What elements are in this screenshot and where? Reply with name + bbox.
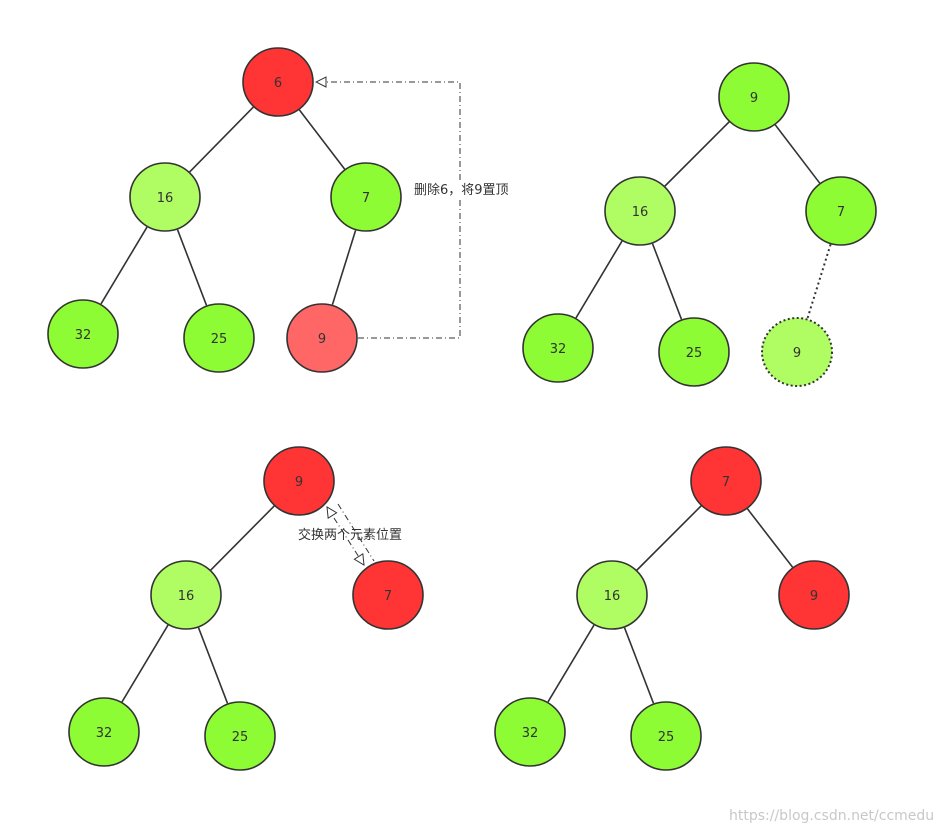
panel-moved-to-top-edge-left-left-left <box>575 240 623 319</box>
node-label: 32 <box>96 726 113 741</box>
node-circle <box>761 317 833 387</box>
panel-delete-root-node-left-left: 32 <box>47 299 119 369</box>
node-label: 25 <box>232 730 249 745</box>
node-label: 9 <box>295 475 303 490</box>
node-label: 25 <box>211 332 228 347</box>
panel-result-edge-root-left <box>636 505 702 571</box>
node-circle <box>242 47 314 117</box>
panel-delete-root-node-left: 16 <box>129 162 201 232</box>
panel-result-node-right: 9 <box>778 560 850 630</box>
panel-result-edge-left-left-left <box>547 624 595 703</box>
node-label: 25 <box>686 346 703 361</box>
node-circle <box>778 560 850 630</box>
node-circle <box>522 313 594 383</box>
annotation-connectors <box>316 82 461 565</box>
node-label: 9 <box>810 589 818 604</box>
node-label: 7 <box>362 191 370 206</box>
panel-swap-node-left: 16 <box>150 560 222 630</box>
panel-swap-node-left-left: 32 <box>68 697 140 767</box>
node-label: 32 <box>75 328 92 343</box>
node-circle <box>68 697 140 767</box>
node-label: 9 <box>318 332 326 347</box>
panel-swap-node-left-right: 25 <box>204 701 276 771</box>
panel-delete-root-edge-left-left-left <box>100 226 148 305</box>
panel-moved-to-top-edge-left-left-right <box>651 243 683 320</box>
node-circle <box>576 560 648 630</box>
node-label: 7 <box>384 589 392 604</box>
panel-result-node-left: 16 <box>576 560 648 630</box>
annotation-delete: 删除6，将9置顶 <box>414 183 509 198</box>
panel-swap-node-right: 7 <box>352 560 424 630</box>
watermark: https://blog.csdn.net/ccmedu <box>729 808 934 824</box>
panel-result-edge-root-right <box>746 508 794 568</box>
panel-delete-root-node-right-left: 9 <box>286 303 358 373</box>
panel-delete-root-edge-root-left <box>188 106 255 173</box>
node-label: 16 <box>157 191 174 206</box>
panel-delete-root-edge-root-right <box>298 109 346 170</box>
node-circle <box>263 446 335 516</box>
panel-moved-to-top-node-root: 9 <box>718 62 790 132</box>
panel-delete-root-node-root: 6 <box>242 47 314 117</box>
node-circle <box>805 176 877 246</box>
node-circle <box>352 560 424 630</box>
panel-moved-to-top-edge-right-removed <box>806 244 832 319</box>
panel-moved-to-top-edge-root-left <box>664 121 730 187</box>
panel-moved-to-top-edge-root-right <box>774 124 821 184</box>
swap-arrow-a <box>327 507 364 565</box>
node-circle <box>494 697 566 767</box>
tree-nodes: 6 16 7 32 25 9 9 16 7 32 25 9 9 16 7 32 25 7 16 9 32 25 <box>47 47 877 771</box>
node-label: 32 <box>522 726 539 741</box>
node-label: 7 <box>722 475 730 490</box>
panel-moved-to-top-node-right: 7 <box>805 176 877 246</box>
node-circle <box>630 701 702 771</box>
node-circle <box>150 560 222 630</box>
node-label: 7 <box>837 205 845 220</box>
panel-delete-root-node-left-right: 25 <box>183 303 255 373</box>
node-circle <box>47 299 119 369</box>
panel-delete-root-edge-right-right-left <box>331 230 357 305</box>
panel-swap-edge-left-left-right <box>197 627 229 704</box>
panel-delete-root-node-right: 7 <box>330 162 402 232</box>
annotation-swap: 交换两个元素位置 <box>298 527 402 543</box>
swap-arrow-b <box>337 503 375 562</box>
node-circle <box>286 303 358 373</box>
node-circle <box>129 162 201 232</box>
panel-delete-root-edge-left-left-right <box>176 229 208 306</box>
node-label: 16 <box>604 589 621 604</box>
panel-result-node-left-left: 32 <box>494 697 566 767</box>
panel-moved-to-top-node-left-right: 25 <box>658 317 730 387</box>
node-label: 9 <box>750 91 758 106</box>
move-to-root-arrow <box>316 82 461 339</box>
panel-swap-edge-root-left <box>210 505 275 571</box>
node-label: 16 <box>632 205 649 220</box>
panel-result-node-root: 7 <box>690 446 762 516</box>
node-label: 16 <box>178 589 195 604</box>
annotation-bg-delete <box>410 180 512 198</box>
panel-swap-edge-left-left-left <box>121 624 169 703</box>
node-circle <box>690 446 762 516</box>
node-label: 32 <box>550 342 567 357</box>
tree-edges <box>100 106 832 704</box>
node-label: 9 <box>793 346 801 361</box>
node-circle <box>330 162 402 232</box>
panel-moved-to-top-node-left: 16 <box>604 176 676 246</box>
node-circle <box>718 62 790 132</box>
panel-result-node-left-right: 25 <box>630 701 702 771</box>
panel-moved-to-top-node-left-left: 32 <box>522 313 594 383</box>
panel-swap-node-root: 9 <box>263 446 335 516</box>
panel-result-edge-left-left-right <box>623 627 655 704</box>
node-circle <box>204 701 276 771</box>
node-label: 25 <box>658 730 675 745</box>
node-circle <box>183 303 255 373</box>
node-label: 6 <box>274 76 282 91</box>
panel-moved-to-top-node-removed: 9 <box>761 317 833 387</box>
node-circle <box>604 176 676 246</box>
node-circle <box>658 317 730 387</box>
